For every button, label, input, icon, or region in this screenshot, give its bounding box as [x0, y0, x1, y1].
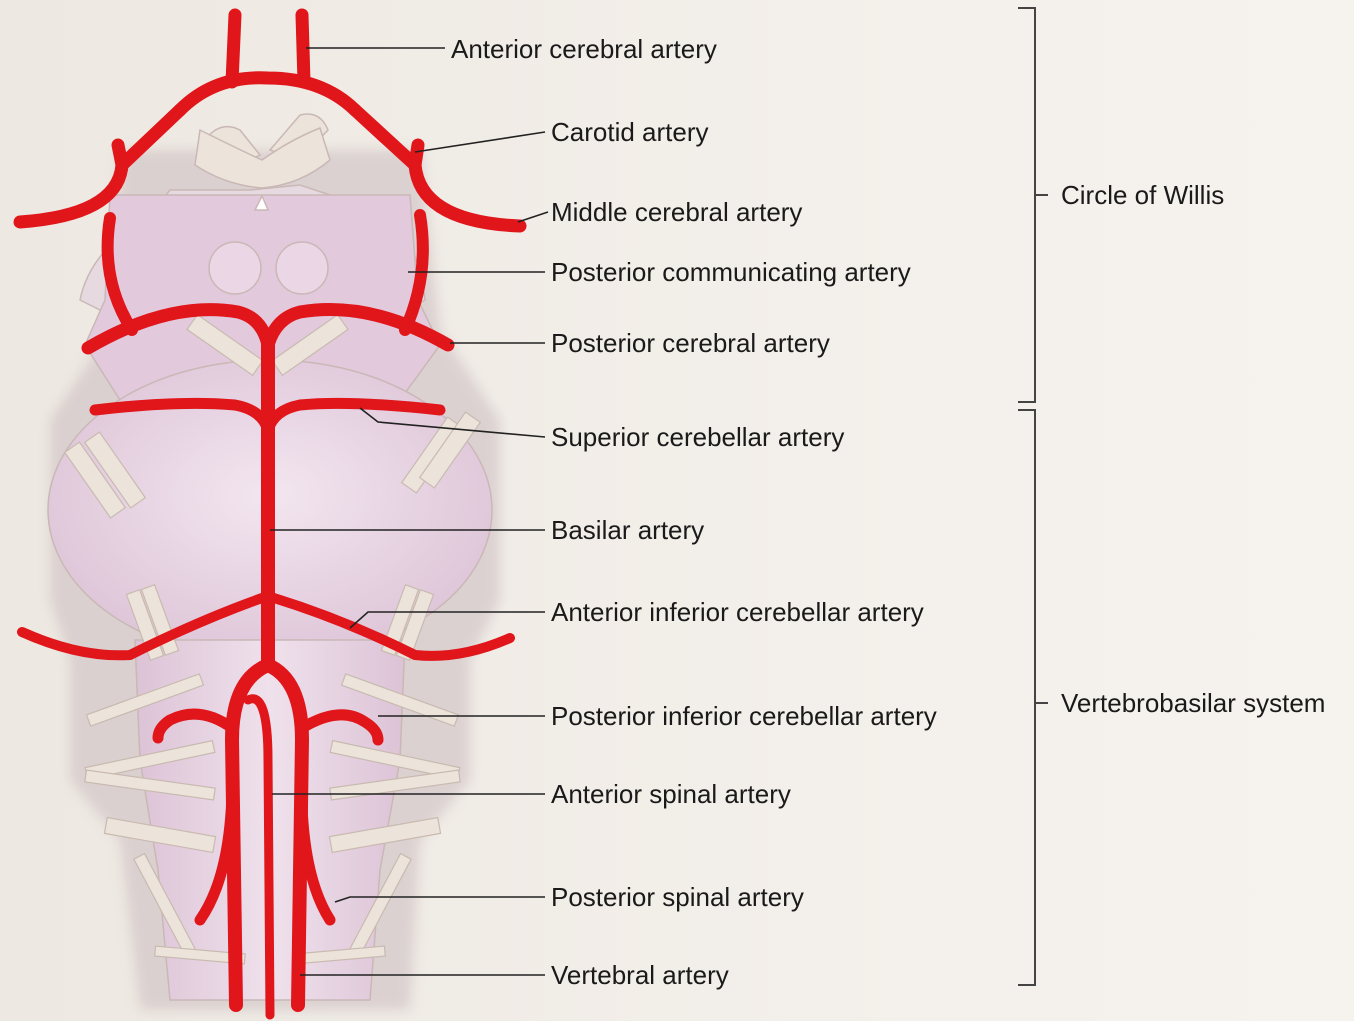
label-posterior-communicating-artery: Posterior communicating artery [551, 257, 911, 287]
label-anterior-spinal-artery: Anterior spinal artery [551, 779, 791, 809]
anterior-communicating-arch [180, 78, 355, 110]
label-superior-cerebellar-artery: Superior cerebellar artery [551, 422, 844, 452]
artery-labels: Anterior cerebral artery Carotid artery … [451, 34, 1325, 990]
leader-carotid [415, 132, 545, 152]
label-circle-of-willis: Circle of Willis [1061, 180, 1224, 210]
mammillary-body-right [276, 242, 328, 294]
label-anterior-cerebral-artery: Anterior cerebral artery [451, 34, 717, 64]
label-carotid-artery: Carotid artery [551, 117, 709, 147]
label-posterior-cerebral-artery: Posterior cerebral artery [551, 328, 830, 358]
middle-cerebral-artery-right [415, 165, 520, 226]
label-posterior-inferior-cerebellar-artery: Posterior inferior cerebellar artery [551, 701, 937, 731]
bracket-circle-of-willis [1018, 8, 1048, 402]
bracket-vertebrobasilar [1018, 410, 1048, 985]
anterior-cerebral-artery-right [302, 15, 304, 82]
label-vertebrobasilar-system: Vertebrobasilar system [1061, 688, 1325, 718]
label-posterior-spinal-artery: Posterior spinal artery [551, 882, 804, 912]
group-brackets [1018, 8, 1048, 985]
label-vertebral-artery: Vertebral artery [551, 960, 729, 990]
label-anterior-inferior-cerebellar-artery: Anterior inferior cerebellar artery [551, 597, 924, 627]
mammillary-body-left [209, 242, 261, 294]
label-basilar-artery: Basilar artery [551, 515, 704, 545]
leader-middle-cerebral [518, 212, 548, 222]
anterior-cerebral-artery-left [232, 15, 235, 82]
label-middle-cerebral-artery: Middle cerebral artery [551, 197, 802, 227]
